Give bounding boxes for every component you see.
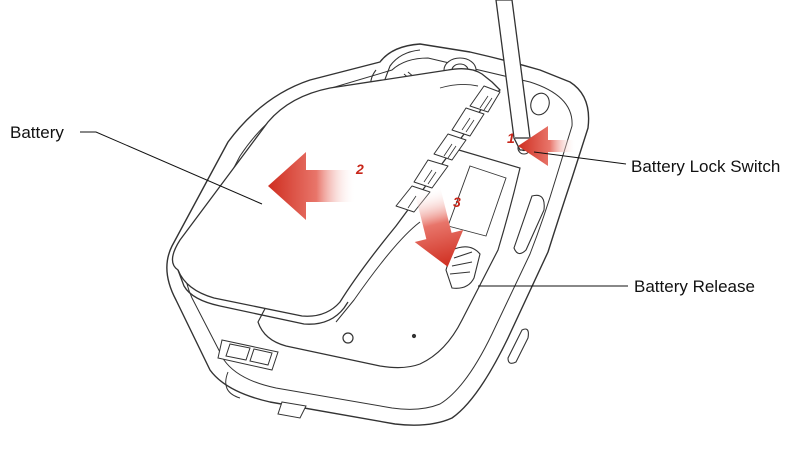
battery-label: Battery (10, 124, 64, 141)
battery-release-label: Battery Release (634, 278, 755, 295)
step-number-2: 2 (355, 161, 364, 177)
battery-lock-switch-label: Battery Lock Switch (631, 158, 780, 175)
step-number-3: 3 (453, 194, 461, 210)
step-number-1: 1 (507, 130, 515, 146)
